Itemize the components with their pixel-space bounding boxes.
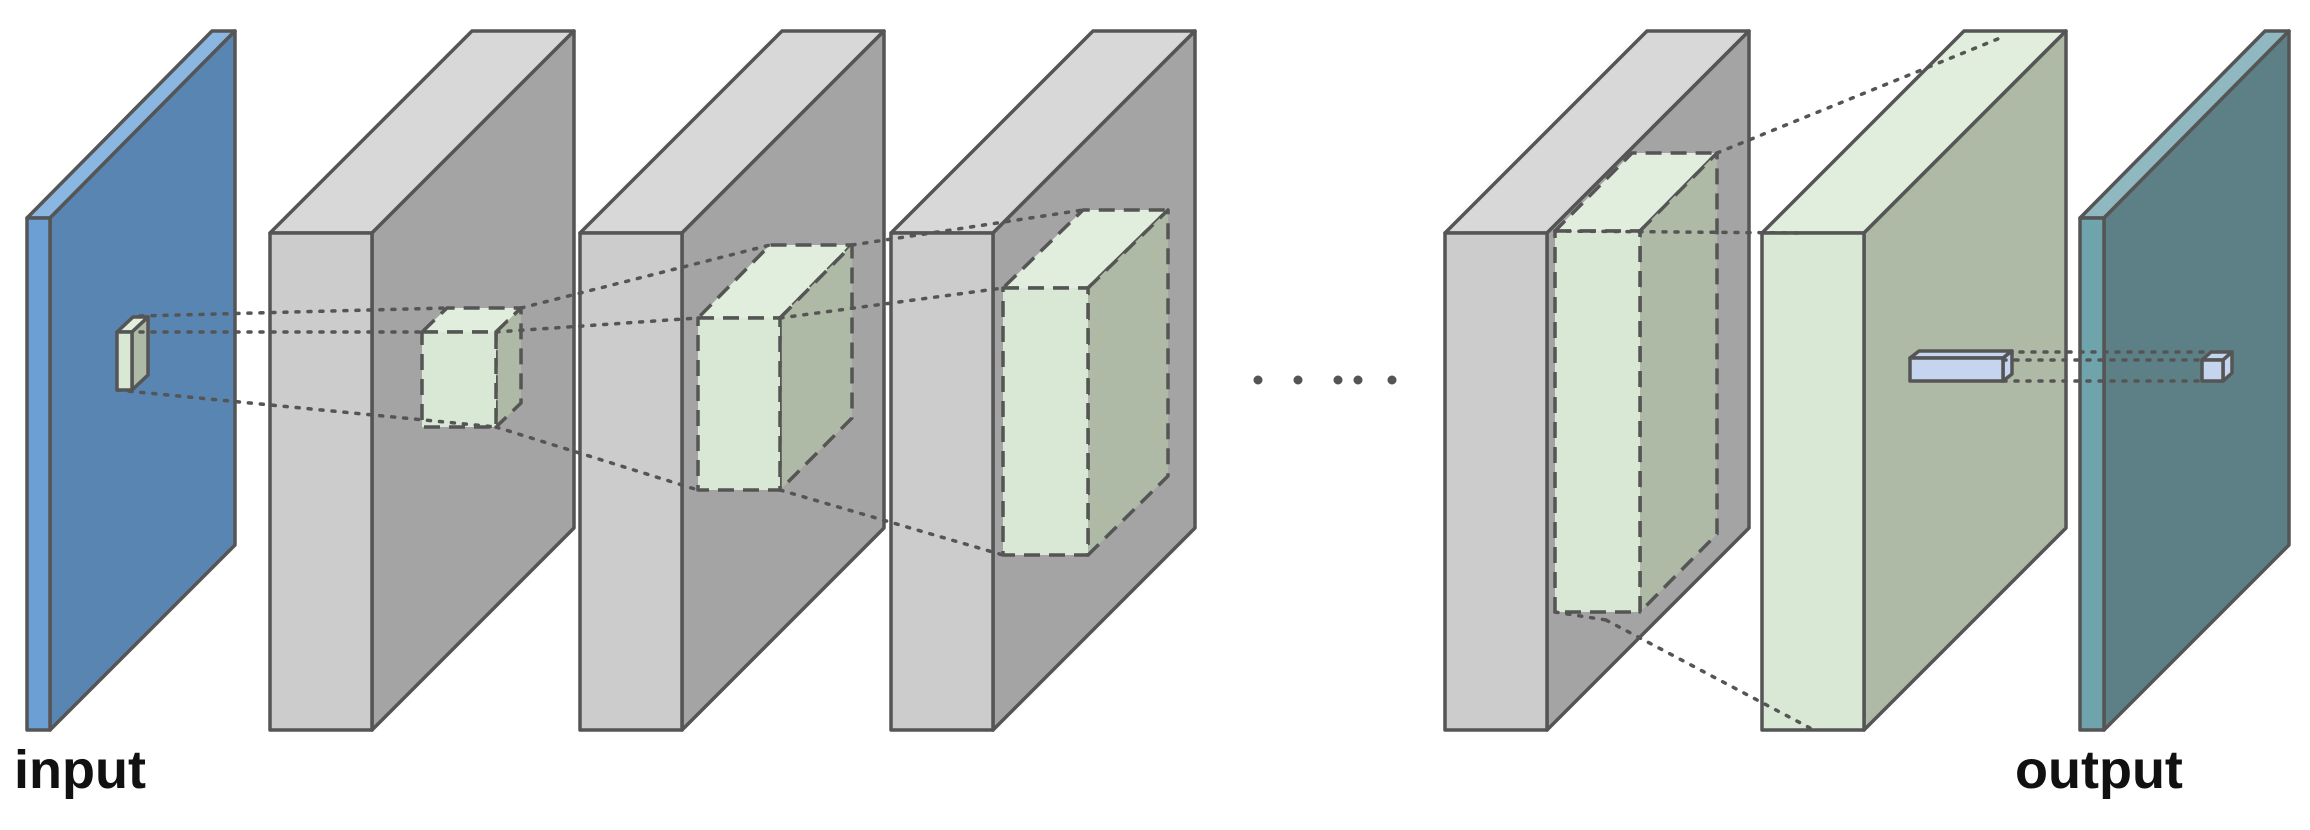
- final-feature-layer: [1760, 29, 2068, 732]
- output-unit: [2200, 350, 2234, 383]
- output-label: output: [2015, 740, 2183, 800]
- kernel-3: [1001, 208, 1170, 557]
- kernel-1: [420, 306, 523, 429]
- ellipsis: [1253, 375, 1397, 385]
- receptive-field-lines: [115, 34, 2213, 730]
- kernel-2: [696, 243, 854, 492]
- input-label: input: [14, 740, 146, 800]
- output-kernel-source: [1908, 349, 2014, 383]
- input-layer: [25, 29, 237, 732]
- input-layer-front: [25, 216, 52, 732]
- kernel-n: [1553, 151, 1719, 614]
- input-kernel: [115, 315, 150, 392]
